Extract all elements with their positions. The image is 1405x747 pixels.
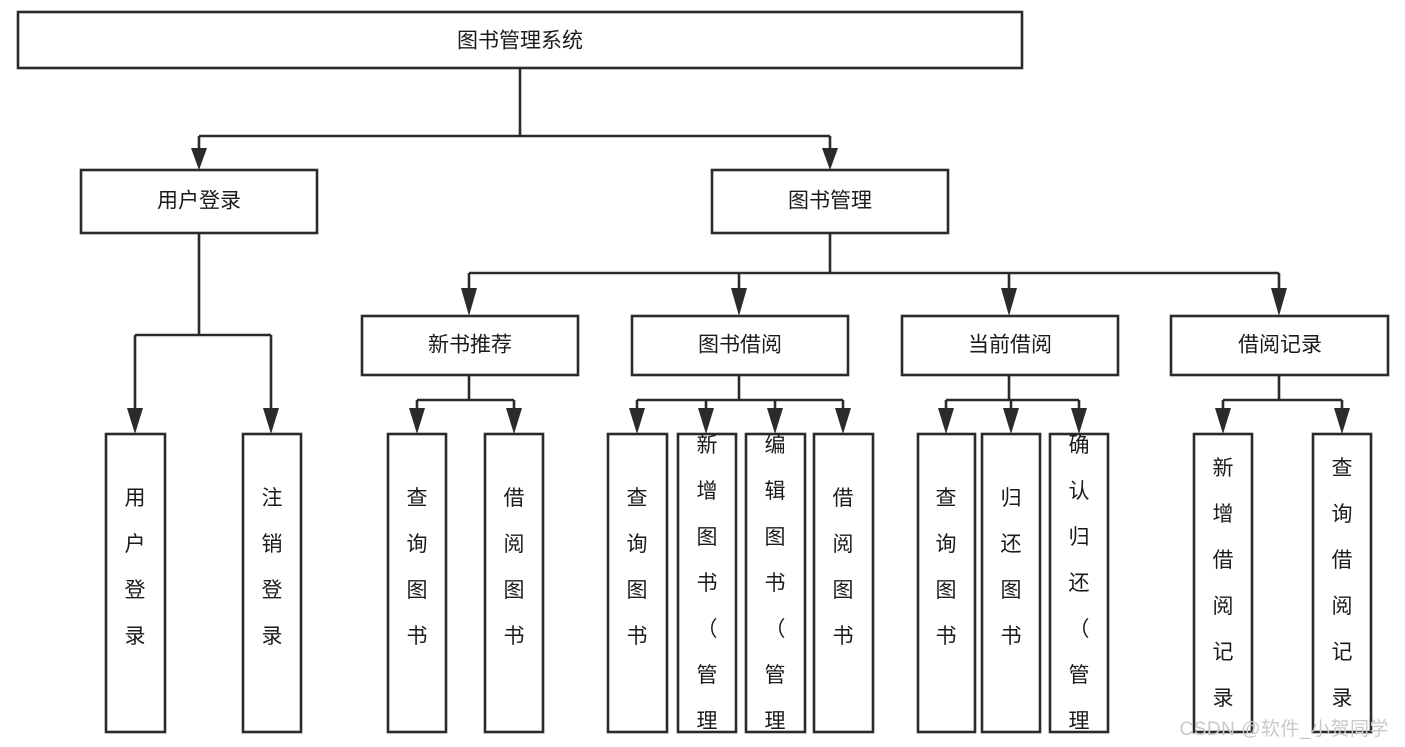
arrow-borrow-leaf-4 [835, 408, 851, 434]
leaf-user-login[interactable]: 用户登录 [104, 432, 167, 734]
node-user-login-box[interactable] [79, 168, 319, 235]
arrow-borrow-leaf-3 [767, 408, 783, 434]
leaf-query-borrow-record-label: 查询借阅记录 [1332, 457, 1353, 710]
edges-group [127, 68, 1350, 434]
node-new-book-recommend-box[interactable] [360, 314, 580, 377]
node-new-book-recommend-label: 新书推荐 [428, 334, 512, 357]
arrow-book-borrow [731, 288, 747, 316]
node-user-login[interactable]: 用户登录 [79, 168, 319, 235]
node-book-borrow[interactable]: 图书借阅 [630, 314, 850, 377]
leaf-return-books-box[interactable] [980, 432, 1042, 734]
leaf-confirm-return-admin-box[interactable] [1048, 432, 1110, 734]
leaf-borrow-books-recommend-label: 借阅图书 [504, 487, 525, 648]
node-borrow-records-box[interactable] [1169, 314, 1390, 377]
leaf-return-books[interactable]: 归还图书 [980, 432, 1042, 734]
node-current-borrow-box[interactable] [900, 314, 1120, 377]
leaf-add-borrow-record-box[interactable] [1192, 432, 1254, 734]
arrow-current-leaf-3 [1071, 408, 1087, 434]
arrow-to-user-login [191, 148, 207, 170]
arrow-current-borrow [1001, 288, 1017, 316]
arrow-to-book-manage [822, 148, 838, 170]
leaf-borrow-books-recommend-box[interactable] [483, 432, 545, 734]
leaf-confirm-return-admin[interactable]: 确认归还（管理员） [1048, 432, 1110, 747]
leaf-add-borrow-record-label: 新增借阅记录 [1213, 457, 1234, 710]
leaf-query-borrow-record[interactable]: 查询借阅记录 [1311, 432, 1373, 734]
leaf-logout[interactable]: 注销登录 [241, 432, 303, 734]
arrow-new-books [461, 288, 477, 316]
leaf-query-books-current[interactable]: 查询图书 [916, 432, 977, 734]
leaf-add-book-admin-label: 新增图书（管理员） [697, 434, 718, 747]
arrow-borrow-leaf-2 [698, 408, 714, 434]
leaf-query-books-current-box[interactable] [916, 432, 977, 734]
leaf-borrow-books-label: 借阅图书 [833, 487, 854, 648]
leaf-query-books-current-label: 查询图书 [936, 487, 957, 648]
node-book-management[interactable]: 图书管理 [710, 168, 950, 235]
arrow-borrow-leaf-1 [629, 408, 645, 434]
leaf-query-books-borrow[interactable]: 查询图书 [606, 432, 669, 734]
node-root-box[interactable] [16, 10, 1024, 70]
leaf-edit-book-admin-label: 编辑图书（管理员） [765, 434, 786, 747]
leaf-edit-book-admin-box[interactable] [744, 432, 807, 734]
csdn-watermark: CSDN @软件_小贺同学 [1179, 719, 1389, 740]
arrow-records-leaf-2 [1334, 408, 1350, 434]
leaf-query-books-borrow-label: 查询图书 [627, 487, 648, 648]
node-user-login-label: 用户登录 [157, 190, 241, 213]
leaf-logout-label: 注销登录 [262, 487, 283, 648]
arrow-current-leaf-2 [1003, 408, 1019, 434]
node-book-borrow-box[interactable] [630, 314, 850, 377]
leaf-add-book-admin[interactable]: 新增图书（管理员） [676, 432, 738, 747]
node-root-label: 图书管理系统 [457, 30, 583, 53]
leaf-user-login-box[interactable] [104, 432, 167, 734]
leaf-user-login-label: 用户登录 [125, 487, 146, 648]
node-new-book-recommend[interactable]: 新书推荐 [360, 314, 580, 377]
arrow-newbooks-leaf-1 [409, 408, 425, 434]
node-current-borrow[interactable]: 当前借阅 [900, 314, 1120, 377]
leaf-return-books-label: 归还图书 [1001, 487, 1022, 648]
arrow-current-leaf-1 [938, 408, 954, 434]
leaf-edit-book-admin[interactable]: 编辑图书（管理员） [744, 432, 807, 747]
node-book-borrow-label: 图书借阅 [698, 334, 782, 357]
arrow-newbooks-leaf-2 [506, 408, 522, 434]
node-current-borrow-label: 当前借阅 [968, 334, 1052, 357]
arrow-records-leaf-1 [1215, 408, 1231, 434]
leaf-add-book-admin-box[interactable] [676, 432, 738, 734]
leaf-logout-box[interactable] [241, 432, 303, 734]
leaf-query-books-recommend[interactable]: 查询图书 [386, 432, 448, 734]
node-book-management-box[interactable] [710, 168, 950, 235]
leaf-query-books-recommend-label: 查询图书 [407, 487, 428, 648]
leaf-borrow-books-recommend[interactable]: 借阅图书 [483, 432, 545, 734]
leaf-borrow-books-box[interactable] [812, 432, 875, 734]
leaf-borrow-books[interactable]: 借阅图书 [812, 432, 875, 734]
arrow-leaf-user-login [127, 408, 143, 434]
arrow-leaf-logout [263, 408, 279, 434]
leaf-query-books-recommend-box[interactable] [386, 432, 448, 734]
leaf-confirm-return-admin-label: 确认归还（管理员） [1069, 434, 1090, 747]
leaf-add-borrow-record[interactable]: 新增借阅记录 [1192, 432, 1254, 734]
leaf-query-books-borrow-box[interactable] [606, 432, 669, 734]
arrow-borrow-records [1271, 288, 1287, 316]
node-root[interactable]: 图书管理系统 [16, 10, 1024, 70]
node-book-management-label: 图书管理 [788, 190, 872, 213]
node-borrow-records-label: 借阅记录 [1238, 334, 1322, 357]
node-borrow-records[interactable]: 借阅记录 [1169, 314, 1390, 377]
leaf-query-borrow-record-box[interactable] [1311, 432, 1373, 734]
